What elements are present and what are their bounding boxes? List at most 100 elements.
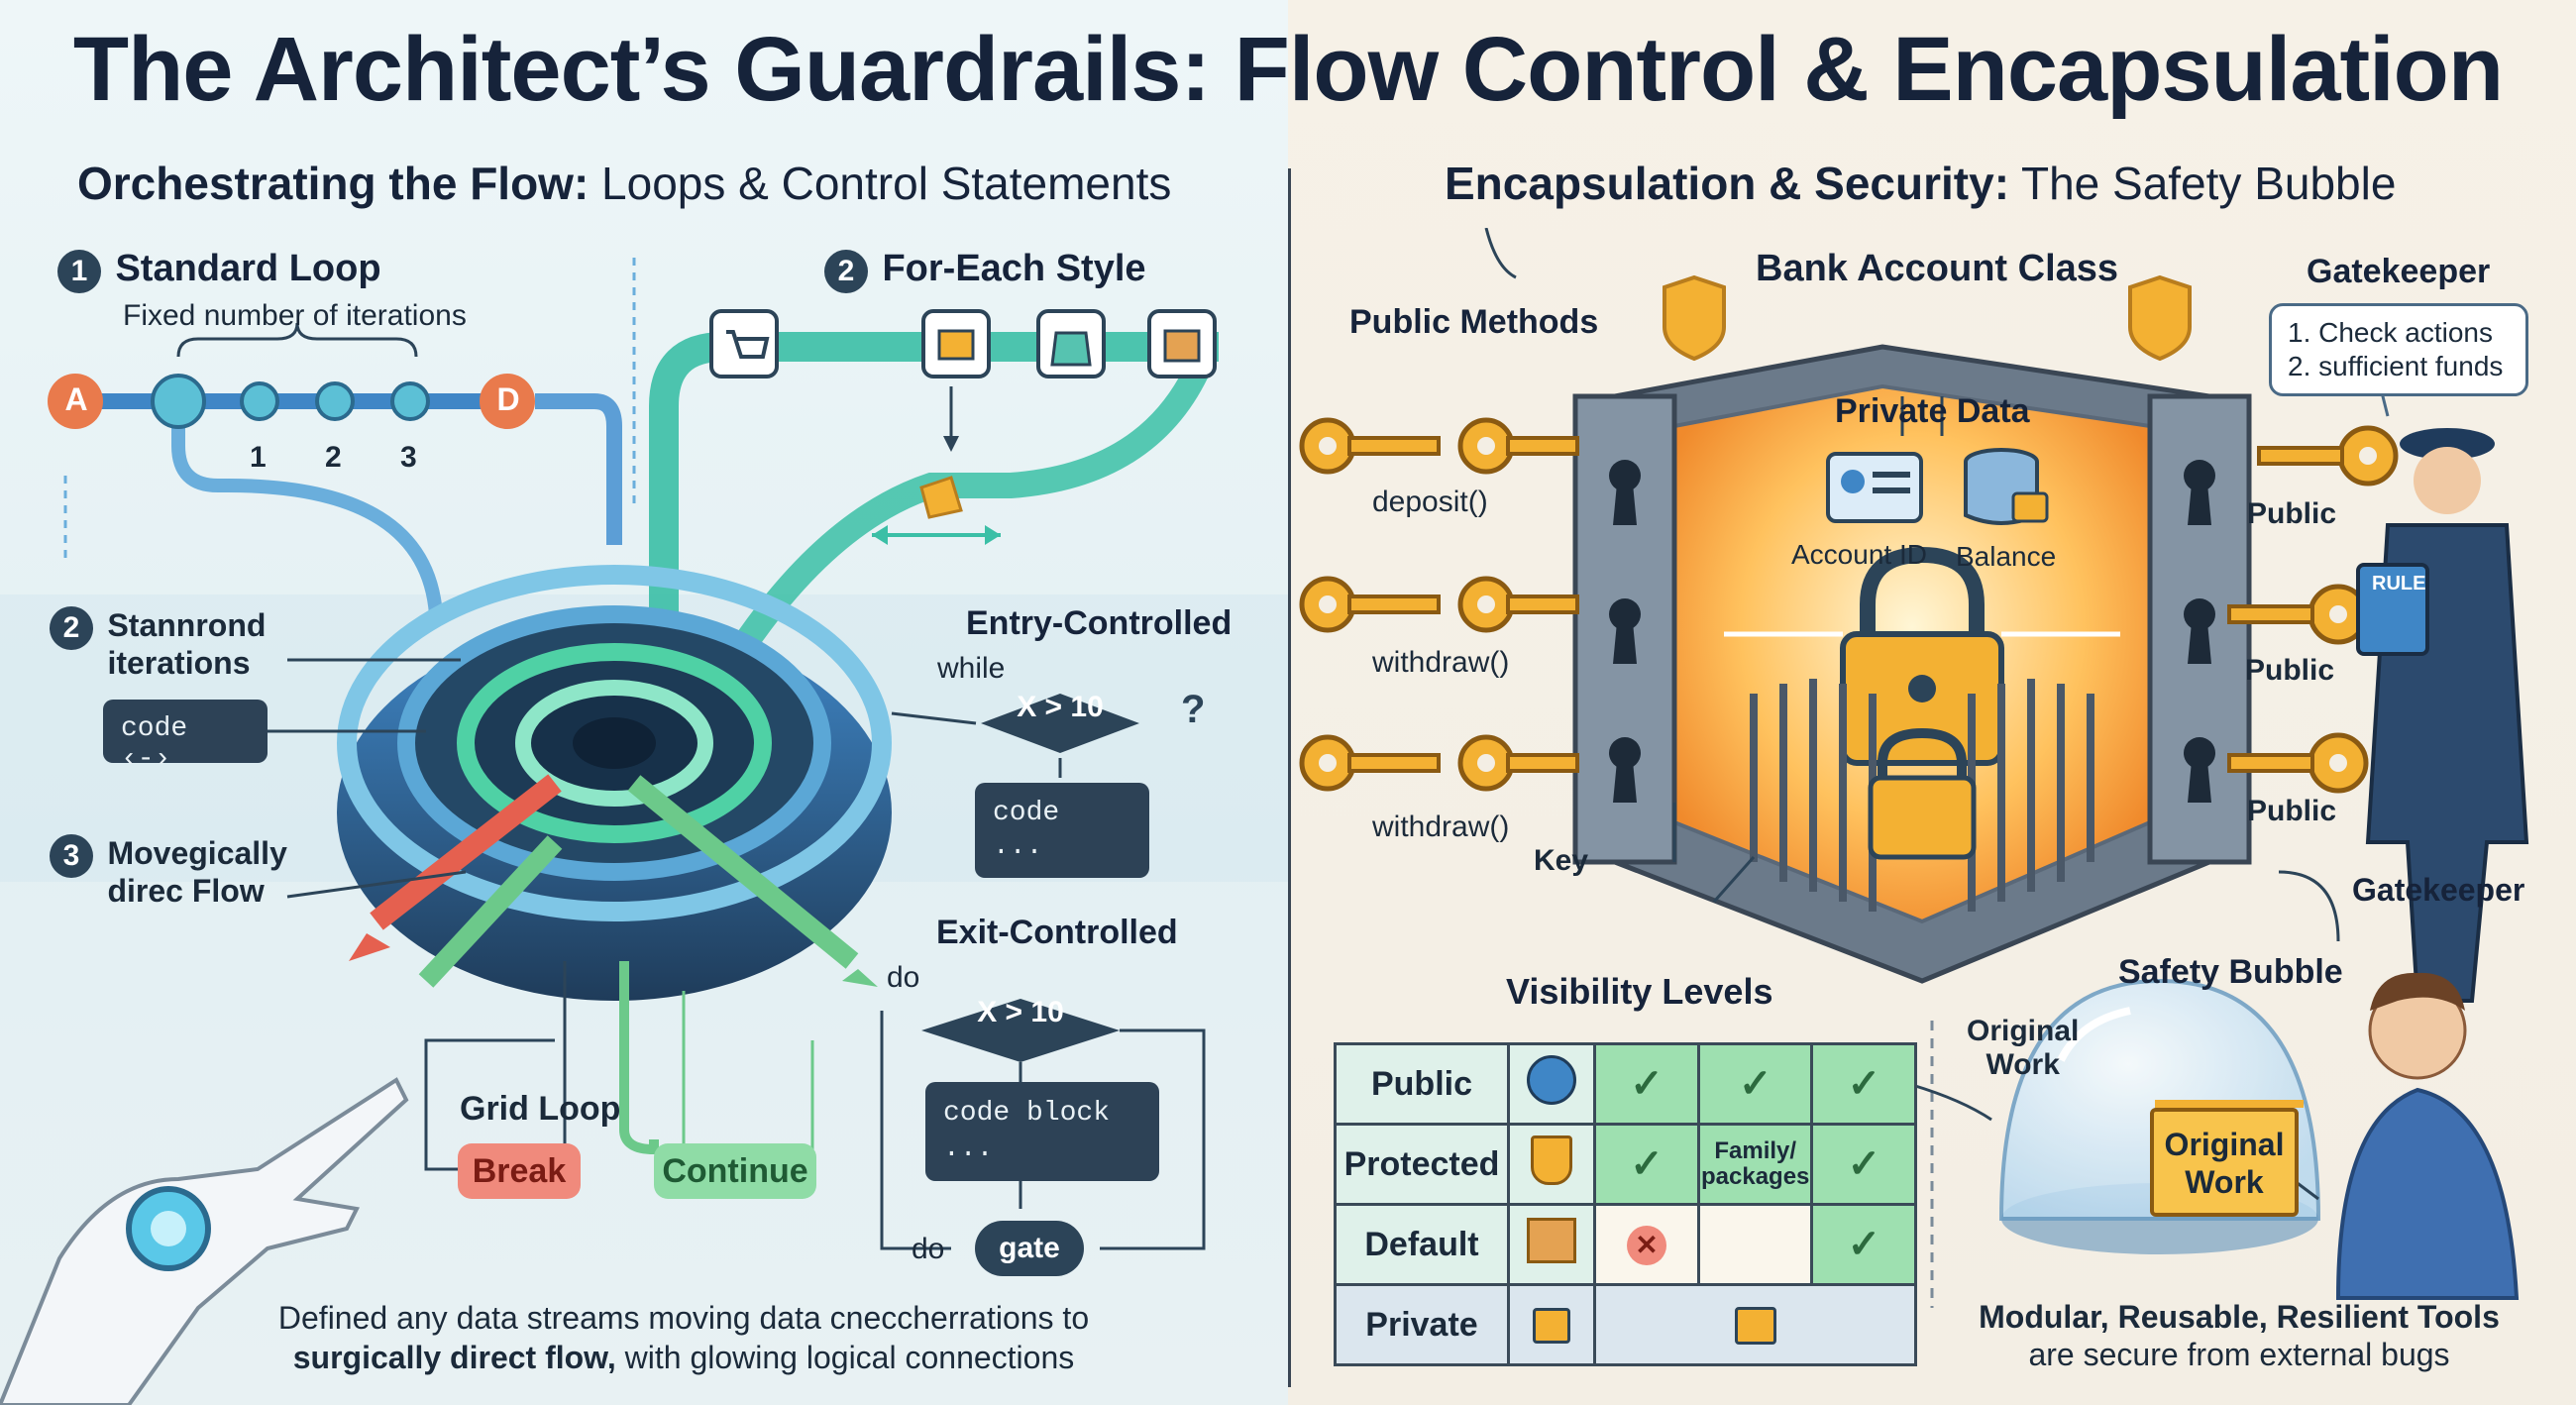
vortex-ring-outer bbox=[337, 565, 892, 921]
gate-padlock-shackle bbox=[1878, 727, 1967, 783]
protected-note-line-2: packages bbox=[1701, 1163, 1810, 1190]
right-heading-bold: Encapsulation & Security: bbox=[1445, 158, 2010, 209]
left-heading-rest: Loops & Control Statements bbox=[589, 158, 1172, 209]
public-methods-label: Public Methods bbox=[1349, 303, 1599, 341]
loop-node-2 bbox=[315, 381, 355, 421]
original-work-label: Original Work bbox=[1967, 1015, 2079, 1082]
movegically-number: 3 bbox=[50, 834, 93, 878]
break-arrowhead bbox=[349, 933, 390, 961]
exit-arrowhead bbox=[842, 969, 878, 987]
balance-lock-icon bbox=[2011, 491, 2049, 523]
entry-code-line-2: ... bbox=[993, 831, 1043, 862]
check-icon: ✓ bbox=[1810, 1123, 1918, 1206]
gatekeeper-note-2: 2. sufficient funds bbox=[2288, 351, 2504, 381]
exit-loop-right bbox=[1100, 1028, 1206, 1250]
exit-diamond bbox=[921, 999, 1120, 1062]
visibility-table: Public ✓ ✓ ✓ Protected ✓ Family/ package… bbox=[1334, 1042, 1918, 1366]
loop-node-1 bbox=[240, 381, 279, 421]
exit-code-line-1: code block bbox=[943, 1098, 1111, 1129]
exit-code-line-2: ... bbox=[943, 1134, 994, 1164]
left-caption-line-1: Defined any data streams moving data cne… bbox=[277, 1300, 1090, 1336]
safety-bubble-label: Safety Bubble bbox=[2118, 953, 2343, 991]
gatekeeper-title: Gatekeeper bbox=[2307, 253, 2491, 290]
entry-diamond bbox=[981, 694, 1139, 753]
visibility-name-public: Public bbox=[1334, 1042, 1510, 1126]
big-padlock-keyhole bbox=[1908, 675, 1936, 702]
bidirectional-arrowheads bbox=[872, 525, 1001, 545]
key-icons-right bbox=[2227, 425, 2399, 794]
right-footer-bold: Modular, Reusable, Resilient Tools bbox=[1979, 1299, 2500, 1335]
check-icon: ✓ bbox=[1696, 1042, 1814, 1126]
gate-marker bbox=[919, 476, 963, 519]
method-label-deposit: deposit() bbox=[1372, 486, 1488, 518]
balance-label: Balance bbox=[1956, 541, 2057, 572]
folder-tab bbox=[2155, 1100, 2304, 1108]
shield-left-icon bbox=[1663, 274, 1726, 362]
shield-right-icon bbox=[2128, 274, 2192, 362]
gate-pill: gate bbox=[975, 1221, 1084, 1276]
right-footer-rest: are secure from external bugs bbox=[2028, 1337, 2450, 1372]
grid-loop-label: Grid Loop bbox=[460, 1090, 621, 1128]
public-label-3: Public bbox=[2247, 795, 2337, 827]
original-work-folder: Original Work bbox=[2150, 1108, 2299, 1217]
original-work-connector bbox=[1911, 1083, 1992, 1122]
tick-label-1: 1 bbox=[250, 441, 267, 474]
protected-note: Family/ packages bbox=[1696, 1123, 1814, 1206]
left-section-title: Orchestrating the Flow: Loops & Control … bbox=[77, 157, 1171, 210]
movegically-line-1: Movegically bbox=[107, 835, 287, 871]
cross-icon: ✕ bbox=[1593, 1203, 1700, 1286]
visibility-row-private: Private bbox=[1334, 1283, 1918, 1366]
stannrond-line-2: iterations bbox=[107, 645, 251, 681]
account-id-label: Account ID bbox=[1791, 539, 1927, 570]
private-data-label: Private Data bbox=[1835, 392, 2030, 430]
key-icons-left bbox=[1299, 417, 1579, 792]
check-icon: ✓ bbox=[1593, 1042, 1700, 1126]
robot-hand-graphic bbox=[0, 1077, 409, 1405]
for-each-heading: 2 For-Each Style bbox=[824, 248, 1146, 293]
rule-book-label: RULE bbox=[2372, 573, 2426, 594]
safety-bubble-connector bbox=[2278, 870, 2340, 942]
visibility-row-default: Default ✕ ✓ bbox=[1334, 1203, 1918, 1286]
gatekeeper-note-1: 1. Check actions bbox=[2288, 317, 2493, 348]
end-node-label: D bbox=[496, 381, 520, 417]
person-figure bbox=[2335, 972, 2520, 1300]
encapsulation-graphic bbox=[1299, 228, 2529, 1308]
panel-divider bbox=[1288, 168, 1291, 1387]
entry-condition: X > 10 bbox=[1017, 691, 1104, 723]
stannrond-line-1: Stannrond bbox=[107, 607, 267, 643]
movegically-block: 3 Movegically direc Flow bbox=[50, 834, 287, 910]
left-caption-bold: surgically direct flow, bbox=[292, 1340, 616, 1375]
left-caption-rest: with glowing logical connections bbox=[615, 1340, 1075, 1375]
right-section-title: Encapsulation & Security: The Safety Bub… bbox=[1445, 157, 2396, 210]
stannrond-code-box: code ‹-› bbox=[103, 700, 268, 775]
entry-question-mark: ? bbox=[1181, 688, 1206, 731]
loop-node-start bbox=[151, 374, 206, 429]
exit-bottom-do-keyword: do bbox=[912, 1233, 945, 1265]
standard-loop-heading: 1 Standard Loop bbox=[57, 248, 381, 293]
left-heading-bold: Orchestrating the Flow: bbox=[77, 158, 590, 209]
shield-icon bbox=[1507, 1123, 1596, 1206]
tick-label-2: 2 bbox=[325, 441, 342, 474]
exit-controlled-title: Exit-Controlled bbox=[936, 914, 1178, 951]
entry-while-keyword: while bbox=[937, 652, 1006, 685]
grid-loop-outline bbox=[424, 961, 567, 1171]
keyhole-group bbox=[1609, 460, 2215, 803]
entry-code-line-1: code bbox=[993, 798, 1060, 828]
lock-icon bbox=[1507, 1283, 1596, 1366]
big-padlock-shackle bbox=[1860, 546, 1985, 644]
globe-icon bbox=[1507, 1042, 1596, 1126]
bag-icon bbox=[1050, 331, 1092, 367]
break-pill: Break bbox=[458, 1143, 581, 1199]
break-arrow bbox=[370, 774, 562, 930]
visibility-row-protected: Protected ✓ Family/ packages ✓ bbox=[1334, 1123, 1918, 1206]
cart-icon bbox=[726, 330, 770, 359]
continue-loop-outline bbox=[682, 991, 814, 1151]
public-label-2: Public bbox=[2245, 654, 2335, 687]
loop-back-path bbox=[171, 401, 443, 615]
account-id-line-2 bbox=[1873, 487, 1910, 493]
vortex-core bbox=[573, 717, 656, 769]
right-heading-rest: The Safety Bubble bbox=[2009, 158, 2397, 209]
lock-icon bbox=[1592, 1283, 1918, 1366]
folder-line-2: Work bbox=[2185, 1164, 2264, 1200]
entry-code-box: code ... bbox=[975, 783, 1149, 878]
